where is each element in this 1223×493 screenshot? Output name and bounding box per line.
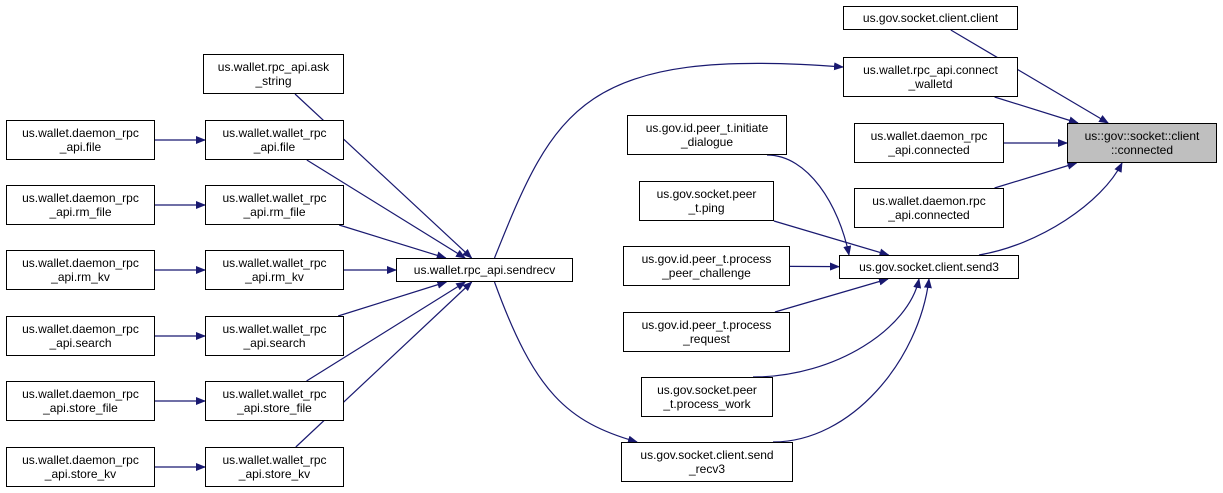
node-daemon-rpc-api-rm-file[interactable]: us.wallet.daemon_rpc _api.rm_file bbox=[6, 185, 155, 225]
target-node-client-connected: us::gov::socket::client ::connected bbox=[1067, 123, 1217, 163]
edge-ww_file-to-sendrecv bbox=[306, 159, 466, 259]
node-rpc-api-sendrecv[interactable]: us.wallet.rpc_api.sendrecv bbox=[396, 258, 573, 282]
node-wallet-rpc-api-rm-kv[interactable]: us.wallet.wallet_rpc _api.rm_kv bbox=[205, 250, 344, 290]
node-daemon-rpc-api-rm-kv[interactable]: us.wallet.daemon_rpc _api.rm_kv bbox=[6, 250, 155, 290]
edge-send_recv3-to-send3 bbox=[772, 278, 932, 443]
node-rpc-api-connect-walletd[interactable]: us.wallet.rpc_api.connect _walletd bbox=[843, 57, 1018, 97]
edge-daemon_conn-to-target bbox=[994, 161, 1078, 189]
edge-gov_client_client-to-target bbox=[950, 29, 1110, 124]
edge-ping-to-send3 bbox=[773, 220, 890, 257]
edge-proc_work-to-send3 bbox=[752, 278, 922, 378]
node-daemon-rpc-api-store-file[interactable]: us.wallet.daemon_rpc _api.store_file bbox=[6, 381, 155, 421]
edge-ww_rm_file-to-sendrecv bbox=[338, 224, 447, 260]
node-socket-peer-process-work[interactable]: us.gov.socket.peer _t.process_work bbox=[641, 377, 773, 417]
edge-send3-to-target bbox=[978, 162, 1123, 256]
node-gov-socket-client-send3[interactable]: us.gov.socket.client.send3 bbox=[839, 255, 1019, 279]
edge-ask_string-to-sendrecv bbox=[294, 93, 473, 259]
node-peer-process-peer-challenge[interactable]: us.gov.id.peer_t.process _peer_challenge bbox=[623, 246, 790, 286]
node-wallet-rpc-api-rm-file[interactable]: us.wallet.wallet_rpc _api.rm_file bbox=[205, 185, 344, 225]
node-wallet-rpc-api-file[interactable]: us.wallet.wallet_rpc _api.file bbox=[205, 120, 344, 160]
node-daemon-rpc-api-connected[interactable]: us.wallet.daemon_rpc _api.connected bbox=[854, 123, 1004, 163]
edge-ww_search-to-sendrecv bbox=[337, 280, 448, 317]
node-daemon-rpc-api-store-kv[interactable]: us.wallet.daemon_rpc _api.store_kv bbox=[6, 447, 155, 487]
node-wallet-rpc-api-store-kv[interactable]: us.wallet.wallet_rpc _api.store_kv bbox=[205, 447, 344, 487]
edge-ww_store_kv-to-sendrecv bbox=[295, 281, 473, 448]
node-peer-initiate-dialogue[interactable]: us.gov.id.peer_t.initiate _dialogue bbox=[627, 115, 787, 155]
edge-ww_store_file-to-sendrecv bbox=[306, 281, 467, 382]
node-wallet-rpc-api-search[interactable]: us.wallet.wallet_rpc _api.search bbox=[205, 316, 344, 356]
edge-initiate-to-send3 bbox=[766, 154, 852, 256]
node-socket-peer-ping[interactable]: us.gov.socket.peer _t.ping bbox=[639, 181, 774, 221]
node-gov-socket-client-send-recv3[interactable]: us.gov.socket.client.send _recv3 bbox=[621, 442, 793, 482]
node-gov-socket-client-client[interactable]: us.gov.socket.client.client bbox=[843, 6, 1018, 30]
node-rpc-api-ask-string[interactable]: us.wallet.rpc_api.ask _string bbox=[203, 54, 344, 94]
node-daemon-rpc-api-file[interactable]: us.wallet.daemon_rpc _api.file bbox=[6, 120, 155, 160]
node-wallet-rpc-api-store-file[interactable]: us.wallet.wallet_rpc _api.store_file bbox=[205, 381, 344, 421]
edge-rpc_connect-to-target bbox=[994, 96, 1079, 125]
edge-proc_request-to-send3 bbox=[774, 277, 889, 313]
node-peer-process-request[interactable]: us.gov.id.peer_t.process _request bbox=[623, 312, 790, 352]
node-daemon-rpc-api-search[interactable]: us.wallet.daemon_rpc _api.search bbox=[6, 316, 155, 356]
node-daemon-rpc-connected[interactable]: us.wallet.daemon.rpc _api.connected bbox=[854, 188, 1004, 228]
edge-sendrecv-to-rpc_connect bbox=[493, 62, 844, 259]
edge-sendrecv-to-send_recv3 bbox=[493, 281, 638, 444]
